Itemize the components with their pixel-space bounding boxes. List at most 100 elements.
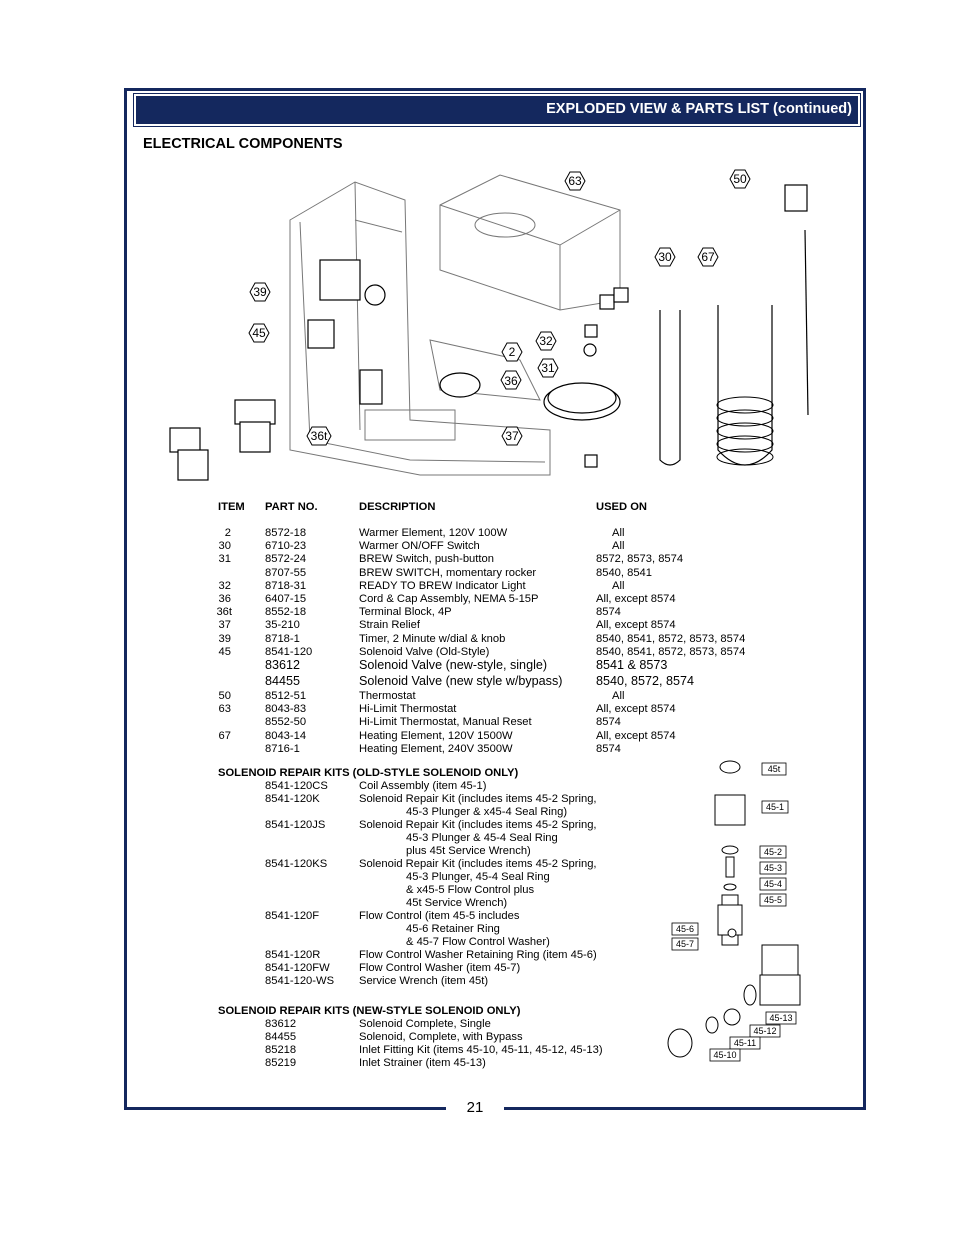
page-number: 21	[466, 1099, 484, 1116]
callout-36t: 36t	[306, 426, 332, 446]
svg-text:45-3: 45-3	[764, 863, 782, 873]
cell-desc: Warmer ON/OFF Switch	[359, 540, 480, 553]
cell-used: All	[612, 579, 625, 592]
kit-description-line: Inlet Strainer (item 45-13)	[359, 1057, 486, 1069]
kit-description-line: 45-3 Plunger & 45-4 Seal Ring	[406, 832, 558, 844]
cell-desc: BREW Switch, push-button	[359, 553, 494, 566]
callout-67: 67	[697, 247, 719, 267]
cell-used: 8540, 8572, 8574	[596, 673, 695, 688]
cell-desc: Terminal Block, 4P	[359, 606, 452, 619]
kit-part-number: 8541-120R	[265, 949, 321, 961]
svg-text:67: 67	[701, 250, 715, 264]
cell-part: 8552-18	[265, 606, 307, 619]
cell-part: 83612	[265, 658, 301, 672]
kit-part-number: 8541-120JS	[265, 819, 326, 831]
cell-used: 8574	[596, 716, 621, 729]
cell-part: 35-210	[265, 619, 300, 632]
kit-part-number: 8541-120-WS	[265, 975, 335, 987]
cell-item: 63	[218, 703, 231, 716]
kit-part-number: 85219	[265, 1057, 297, 1069]
cell-used: All	[612, 690, 625, 702]
cell-part: 8572-18	[265, 527, 307, 539]
kit-description-line: & 45-7 Flow Control Washer)	[406, 936, 550, 948]
col-desc-header: DESCRIPTION	[359, 501, 436, 513]
exploded-view-diagram: 63 50 39 30 67 45 2 32 31 36 36t 37	[169, 169, 809, 481]
cell-used: 8572, 8573, 8574	[596, 553, 684, 566]
cell-part: 8552-50	[265, 716, 307, 729]
kit-description-line: Solenoid Repair Kit (includes items 45-2…	[359, 819, 597, 831]
svg-text:45-4: 45-4	[764, 879, 782, 889]
cell-used: 8574	[596, 606, 621, 619]
cell-part: 8572-24	[265, 553, 307, 566]
cell-item: 67	[218, 729, 231, 742]
cell-part: 8043-14	[265, 729, 307, 742]
cell-item: 50	[218, 690, 231, 702]
cell-item: 36	[218, 593, 231, 605]
col-used-header: USED ON	[596, 501, 647, 513]
kit-part-number: 8541-120F	[265, 910, 320, 922]
cell-item: 31	[218, 553, 231, 566]
kit-description-line: plus 45t Service Wrench)	[406, 845, 531, 857]
kit-description-line: 45-3 Plunger, 45-4 Seal Ring	[406, 871, 550, 883]
cell-part: 8718-1	[265, 632, 300, 645]
svg-text:45t: 45t	[768, 764, 781, 774]
cell-desc: Solenoid Valve (new style w/bypass)	[359, 673, 563, 688]
cell-used: 8540, 8541, 8572, 8573, 8574	[596, 645, 746, 658]
kit-description-line: 45t Service Wrench)	[406, 897, 508, 909]
svg-text:45-11: 45-11	[734, 1038, 756, 1048]
callout-45: 45	[248, 323, 270, 343]
kit-description-line: Coil Assembly (item 45-1)	[359, 780, 487, 792]
kit-part-number: 8541-120CS	[265, 780, 328, 792]
kit-part-number: 85218	[265, 1044, 297, 1056]
callout-39: 39	[249, 282, 271, 302]
callout-32: 32	[535, 331, 557, 351]
svg-text:50: 50	[733, 172, 747, 186]
svg-text:37: 37	[505, 429, 519, 443]
svg-text:31: 31	[541, 361, 555, 375]
kit-description-line: 45-6 Retainer Ring	[406, 923, 500, 935]
cell-item: 30	[218, 540, 231, 553]
callout-36: 36	[500, 370, 522, 390]
kit-description-line: Solenoid Repair Kit (includes items 45-2…	[359, 793, 597, 805]
cell-used: 8574	[596, 742, 621, 755]
svg-text:45-1: 45-1	[766, 802, 784, 812]
callout-31: 31	[537, 358, 559, 378]
kit-description-line: Flow Control Washer (item 45-7)	[359, 962, 521, 974]
svg-text:45-2: 45-2	[764, 847, 782, 857]
kit-description-line: Solenoid, Complete, with Bypass	[359, 1031, 523, 1043]
kit-description-line: 45-3 Plunger & x45-4 Seal Ring)	[406, 806, 568, 818]
cell-desc: Heating Element, 240V 3500W	[359, 742, 513, 755]
cell-part: 84455	[265, 673, 301, 688]
cell-used: All	[612, 540, 625, 553]
kits-new-title: SOLENOID REPAIR KITS (NEW-STYLE SOLENOID…	[218, 1005, 521, 1017]
cell-item: 39	[218, 632, 231, 645]
cell-desc: READY TO BREW Indicator Light	[359, 579, 526, 592]
svg-text:45-12: 45-12	[753, 1026, 776, 1036]
kit-part-number: 8541-120FW	[265, 962, 330, 974]
header-title: EXPLODED VIEW & PARTS LIST (continued)	[546, 101, 852, 117]
cell-desc: Strain Relief	[359, 619, 420, 632]
cell-item: 36t	[216, 606, 232, 619]
callout-37: 37	[501, 426, 523, 446]
cell-part: 8043-83	[265, 703, 307, 716]
svg-text:32: 32	[539, 334, 553, 348]
kit-description-line: Inlet Fitting Kit (items 45-10, 45-11, 4…	[359, 1044, 603, 1056]
solenoid-exploded-diagram: 45t 45-1 45-2 45-3 45-4 45-5 45-6 45-7 4…	[667, 760, 801, 1062]
svg-text:45-13: 45-13	[769, 1013, 792, 1023]
callout-30: 30	[654, 247, 676, 267]
cell-part: 8716-1	[265, 742, 300, 755]
cell-used: All, except 8574	[596, 729, 676, 742]
cell-part: 8718-31	[265, 579, 307, 592]
kit-part-number: 84455	[265, 1031, 297, 1043]
cell-desc: Solenoid Valve (new-style, single)	[359, 658, 548, 672]
svg-text:36: 36	[504, 374, 518, 388]
svg-text:45-6: 45-6	[676, 924, 694, 934]
page-number-box: 21	[446, 1096, 504, 1120]
kit-part-number: 8541-120K	[265, 793, 320, 805]
cell-item: 32	[218, 579, 231, 592]
cell-desc: Warmer Element, 120V 100W	[359, 527, 508, 539]
kit-description-line: Solenoid Repair Kit (includes items 45-2…	[359, 858, 597, 870]
svg-text:63: 63	[568, 174, 582, 188]
cell-used: 8540, 8541	[596, 566, 652, 579]
svg-text:2: 2	[509, 345, 516, 359]
